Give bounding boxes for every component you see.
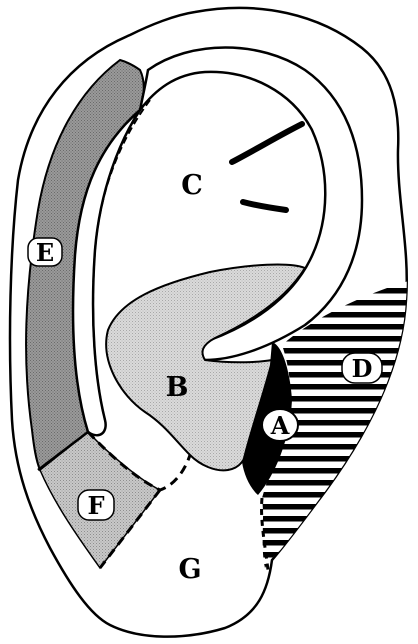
label-e: E — [28, 238, 62, 267]
label-a-text: A — [270, 411, 290, 440]
label-g: G — [178, 554, 201, 585]
label-a: A — [262, 409, 298, 441]
label-e-text: E — [36, 238, 54, 267]
label-c: C — [181, 170, 203, 201]
label-f: F — [78, 490, 114, 520]
label-f-text: F — [87, 491, 104, 520]
label-d-text: D — [352, 354, 373, 383]
label-b: B — [166, 372, 189, 403]
label-d: D — [342, 353, 382, 383]
